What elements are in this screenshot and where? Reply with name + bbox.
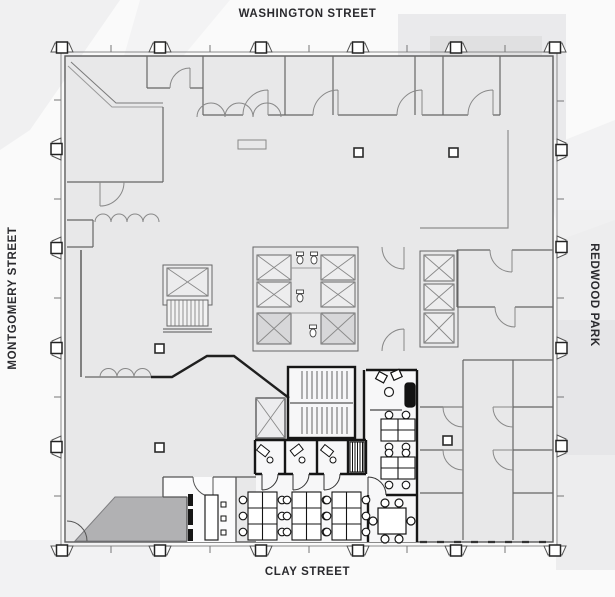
- suite-door-arcs: [261, 473, 387, 496]
- stairwell-center: [290, 371, 353, 434]
- cabinet-block: [349, 441, 365, 473]
- street-label-clay: CLAY STREET: [264, 566, 351, 578]
- suite-desk-clusters: [380, 410, 416, 490]
- bold-suite: [253, 365, 419, 542]
- suite-elevator: [255, 397, 286, 439]
- kitchen-area: [188, 494, 227, 541]
- reception-furniture: [370, 368, 416, 411]
- elevator-core: [252, 246, 459, 352]
- door-arcs: [94, 67, 516, 498]
- elevator-shafts: [256, 250, 459, 348]
- street-label-redwood: REDWOOD PARK: [588, 243, 600, 347]
- interior-walls: [67, 56, 553, 542]
- interior-columns: [154, 147, 459, 453]
- open-office-desk-clusters: [238, 491, 371, 541]
- angled-boundary-wall: [151, 354, 290, 399]
- kitchen-island: [204, 494, 219, 541]
- stairwell-left: [162, 264, 213, 333]
- private-office-desks: [255, 443, 337, 464]
- street-label-washington: WASHINGTON STREET: [238, 8, 377, 20]
- street-label-montgomery: MONTGOMERY STREET: [7, 226, 19, 370]
- restroom-fixtures: [296, 251, 318, 338]
- meeting-table: [368, 498, 416, 544]
